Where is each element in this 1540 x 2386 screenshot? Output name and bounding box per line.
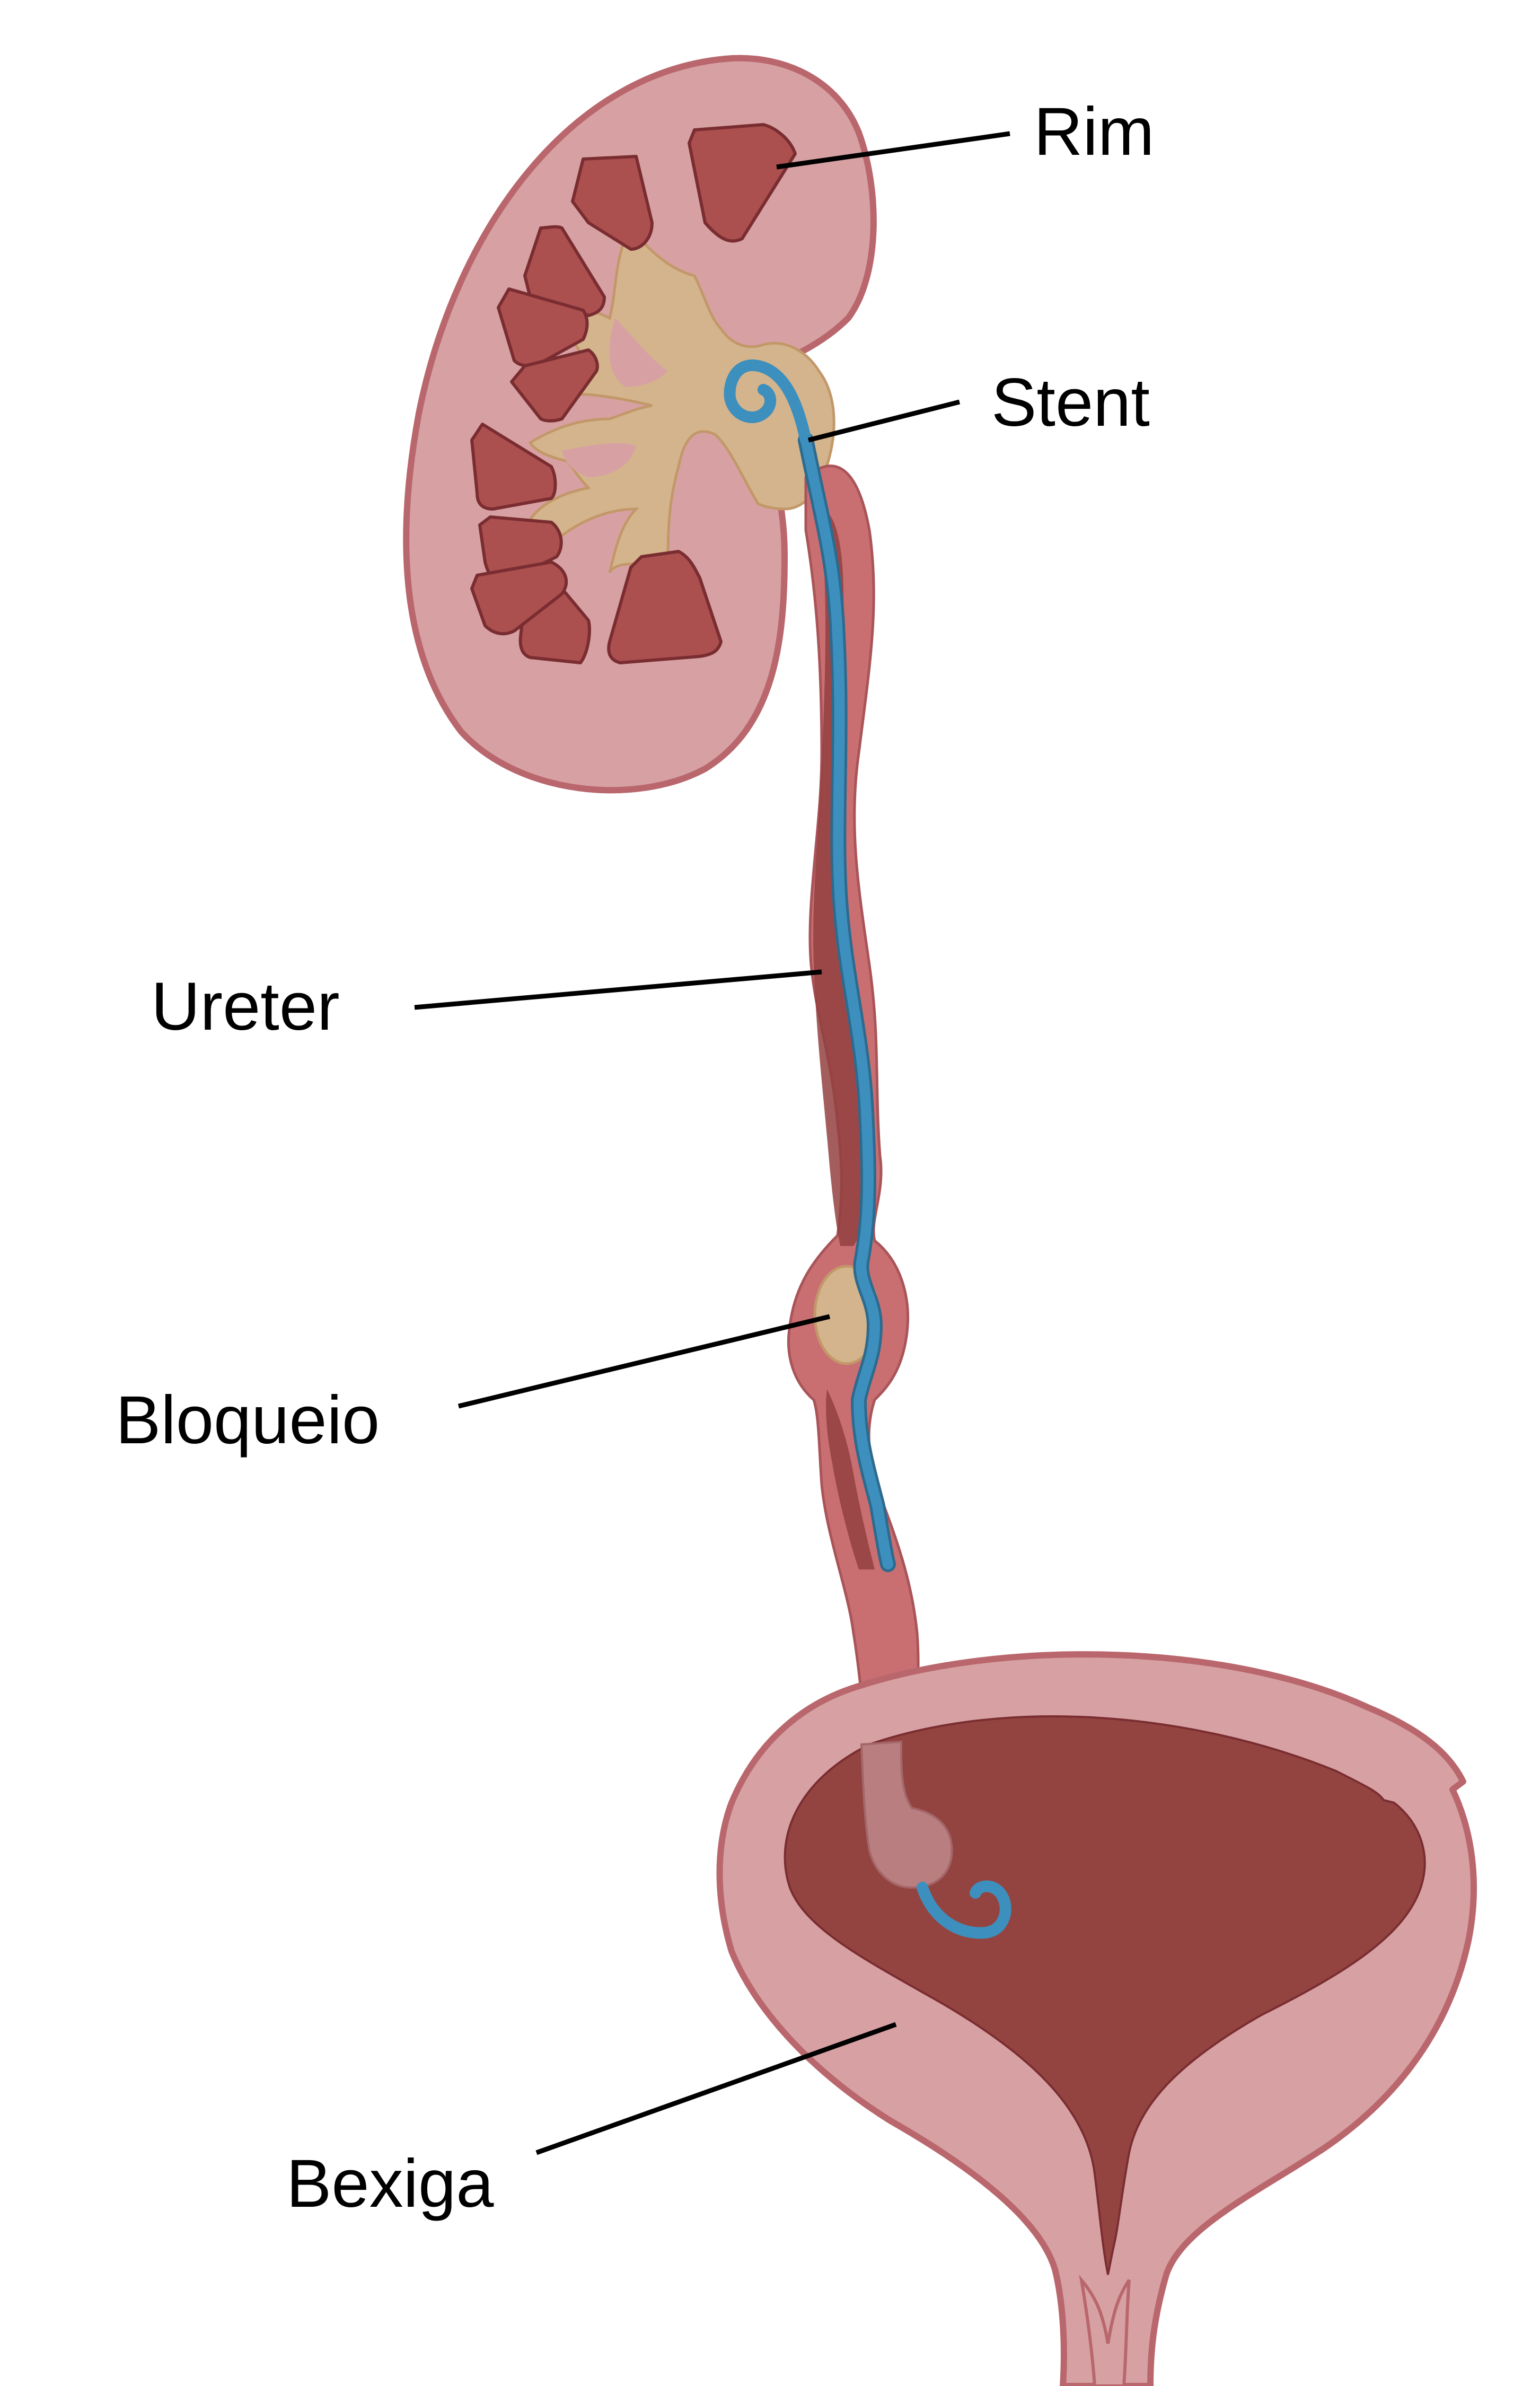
renal-pyramid [523,225,606,317]
label-text-stent: Stent [991,365,1150,441]
stent-lower-pigtail [917,1880,1011,1939]
ureteral-orifice [860,1740,953,1889]
kidney [403,55,877,794]
label-text-ureter: Ureter [151,969,340,1045]
stent-upper-pigtail [724,359,812,446]
leader-line-ureter [414,969,822,1010]
renal-pyramid [688,123,797,243]
leader-line-rim [776,131,1010,170]
label-rim: Rim [776,94,1155,170]
leader-line-bexiga [535,2022,897,2155]
renal-pyramid [510,348,599,423]
renal-pyramids [470,123,797,664]
stent [724,359,1011,1939]
label-bloqueio: Bloqueio [116,1314,831,1458]
kidney-inner-tissue [562,443,636,477]
renal-pyramid [470,423,557,511]
ureter [787,464,920,1720]
label-text-rim: Rim [1034,94,1155,170]
label-bexiga: Bexiga [286,2022,897,2222]
renal-pyramid [607,550,723,664]
bladder [716,1651,1477,2386]
leader-line-stent [807,399,961,443]
label-stent: Stent [807,365,1150,443]
label-text-bloqueio: Bloqueio [116,1382,380,1458]
label-text-bexiga: Bexiga [286,2146,494,2222]
label-ureter: Ureter [151,969,822,1045]
ureter-lumen [826,1389,875,1569]
urethra [1079,2274,1131,2386]
leader-line-bloqueio [457,1314,831,1409]
renal-pyramid [470,560,568,636]
renal-pyramid [571,155,654,251]
kidney-inner-tissue [609,318,668,387]
stent-body [800,435,893,1569]
